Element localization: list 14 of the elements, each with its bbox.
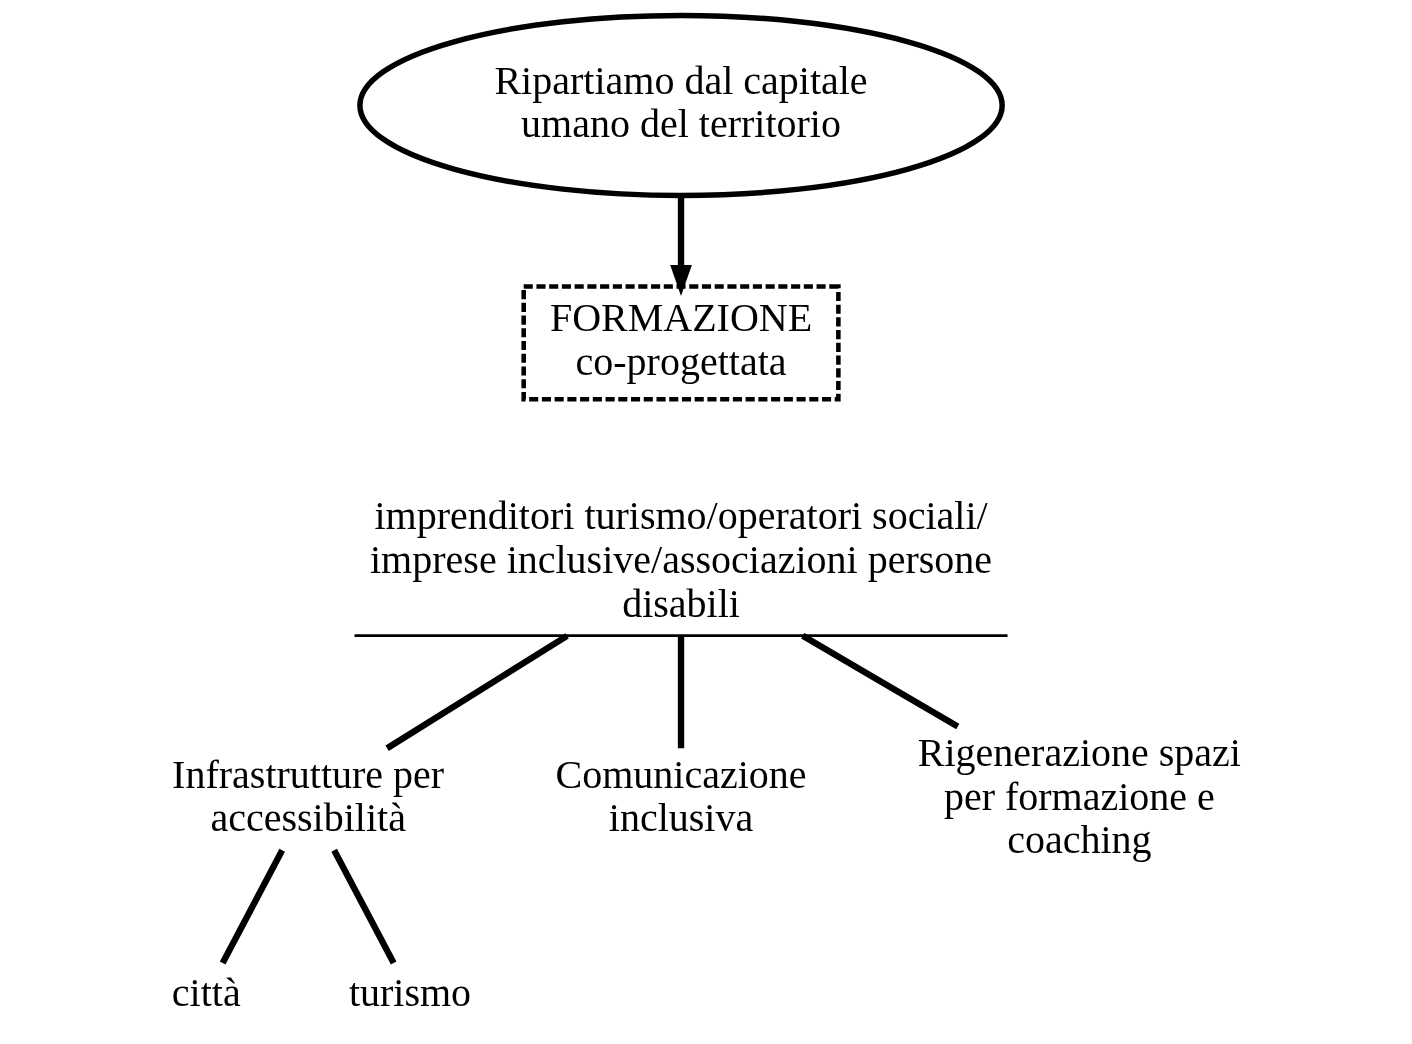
node-text: imprenditori turismo/operatori sociali/ imprese inclusive/associazioni persone disabili: [369, 493, 992, 626]
connector: [330, 848, 396, 965]
node-text: Comunicazione inclusiva: [555, 751, 807, 841]
node-text: Infrastrutture per accessibilità: [171, 751, 444, 841]
connector: [677, 635, 684, 749]
node-text: città: [171, 970, 241, 1016]
connector: [800, 633, 959, 730]
connector: [219, 848, 285, 965]
node-box: FORMAZIONE co-progettata: [520, 284, 841, 402]
arrow: [669, 195, 692, 297]
node-ellipse: Ripartiamo dal capitale umano del territorio: [356, 12, 1005, 199]
node-text: turismo: [348, 970, 471, 1016]
connector: [384, 633, 569, 751]
node-text: Rigenerazione spazi per formazione e coaching: [917, 729, 1241, 863]
